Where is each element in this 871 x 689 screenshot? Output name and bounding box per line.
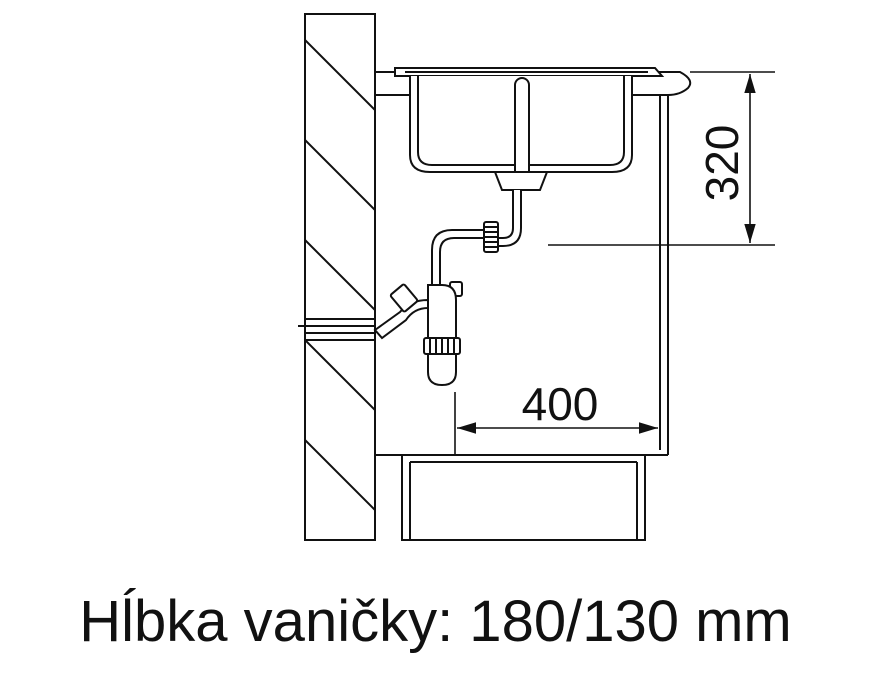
cabinet (374, 90, 669, 541)
width-dimension (454, 392, 658, 455)
wall (304, 13, 376, 541)
siphon (373, 171, 549, 387)
caption: Hĺbka vaničky: 180/130 mm (79, 589, 792, 654)
width-dimension-label: 400 (522, 378, 599, 430)
height-dimension (548, 71, 775, 246)
wall-drain-pipe (298, 318, 375, 341)
height-dimension-label: 320 (696, 125, 748, 202)
sink-installation-diagram: 320 400 (298, 13, 775, 541)
sink-bowl (394, 67, 665, 179)
